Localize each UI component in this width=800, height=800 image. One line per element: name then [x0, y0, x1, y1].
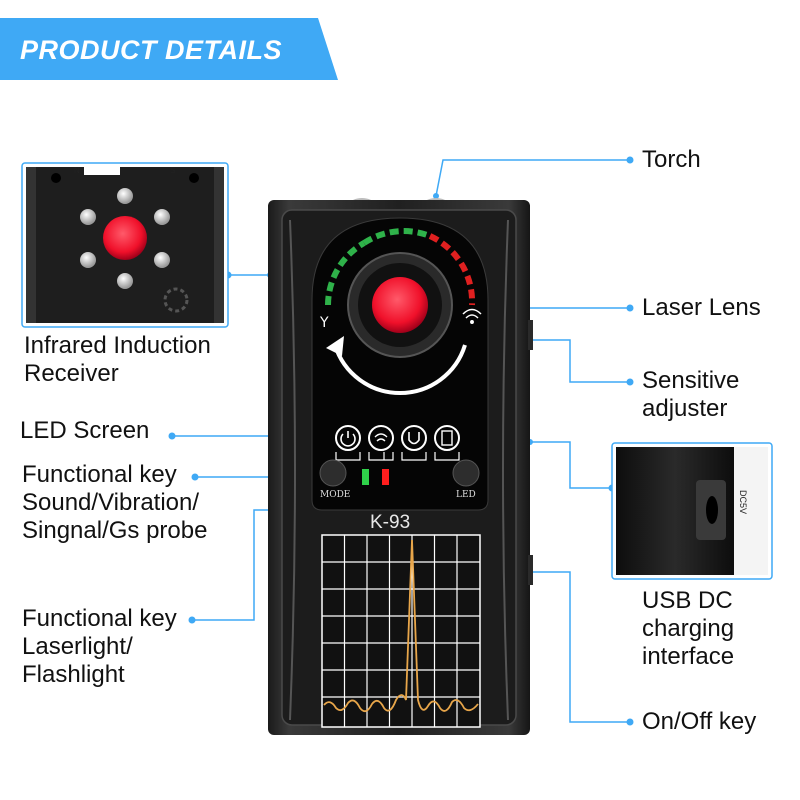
usb-inset: [611, 442, 773, 580]
wifi-icon: [462, 308, 482, 324]
functional-key-1-label: Functional key Sound/Vibration/ Singnal/…: [22, 461, 208, 544]
power-icon: [335, 425, 361, 451]
battery-icon: [434, 425, 460, 451]
product-details-banner: PRODUCT DETAILS: [0, 18, 338, 80]
signal-wave: [323, 539, 479, 713]
model-label: K-93: [370, 512, 411, 533]
mode-button[interactable]: [319, 459, 347, 487]
usb-dc-label: USB DC charging interface: [642, 587, 735, 670]
banner-title: PRODUCT DETAILS: [20, 35, 282, 65]
green-indicator: [362, 469, 369, 485]
sound-icon: [368, 425, 394, 451]
adjust-arrow: [333, 344, 467, 396]
adjust-arrow-head: [326, 336, 344, 356]
waveform-panel: [321, 534, 481, 728]
antenna-icon: Y: [319, 315, 329, 331]
laser-lens: [347, 252, 453, 358]
on-off-label: On/Off key: [642, 708, 757, 735]
led-label: LED: [456, 490, 476, 500]
port-label: DC5V: [738, 490, 748, 515]
laser-lens-label: Laser Lens: [642, 294, 761, 321]
magnet-icon: [401, 425, 427, 451]
usb-line: [530, 441, 612, 489]
torch-line: [435, 159, 630, 197]
red-indicator: [382, 469, 389, 485]
scale-north: N: [74, 166, 80, 175]
mode-label: MODE: [320, 490, 351, 500]
sensitive-adjuster-label: Sensitive adjuster: [642, 367, 740, 422]
adjuster-line: [530, 339, 630, 383]
led-button[interactable]: [452, 459, 480, 487]
sensitivity-indicator: [325, 228, 476, 306]
led-screen-label: LED Screen: [20, 417, 150, 444]
led-screen: [335, 425, 460, 461]
speaker-grille: [163, 287, 189, 313]
infrared-inset: [21, 162, 229, 328]
torch-label: Torch: [642, 146, 701, 173]
scale-south: S: [170, 166, 176, 175]
ir-receiver: [103, 216, 147, 260]
functional-key-2-label: Functional key Laserlight/ Flashlight: [22, 605, 177, 688]
infrared-label: Infrared Induction Receiver: [24, 332, 211, 387]
banner-shape: [0, 18, 338, 80]
onoff-line: [530, 571, 630, 723]
